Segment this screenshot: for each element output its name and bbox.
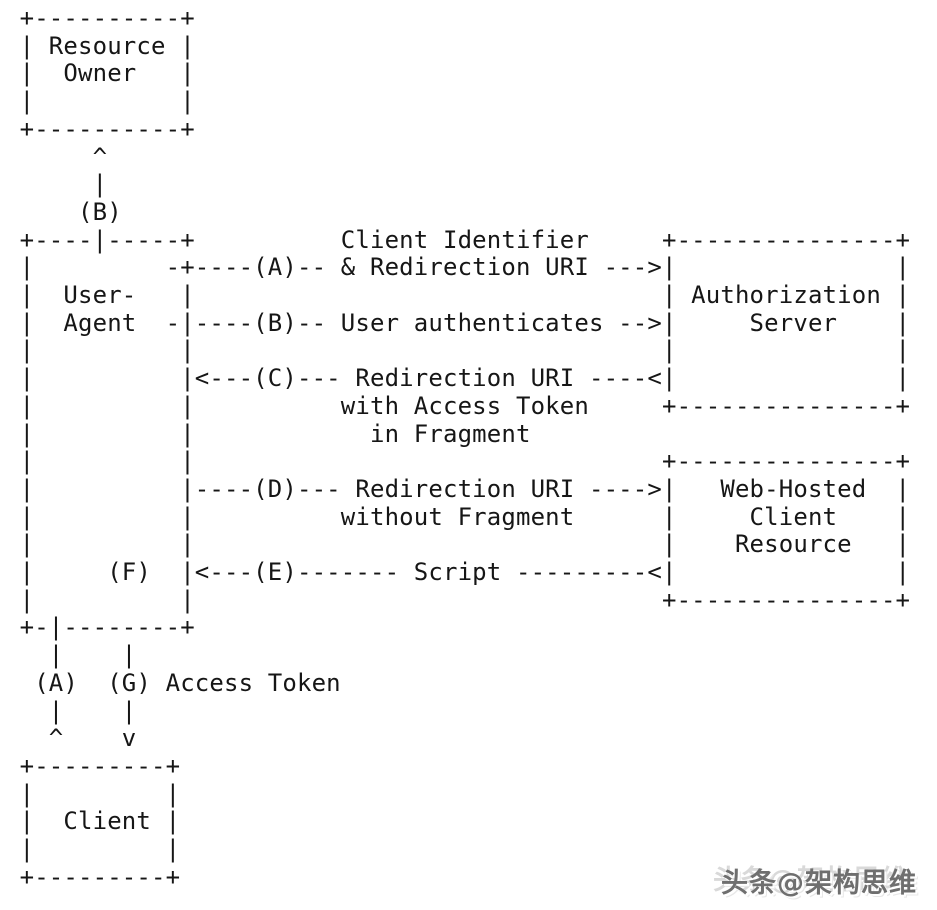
watermark-ghost-text: 头条@架构思维 [713,865,909,896]
watermark-text: 头条@架构思维 [721,868,917,899]
watermark: 头条@架构思维 头条@架构思维 [713,861,917,899]
